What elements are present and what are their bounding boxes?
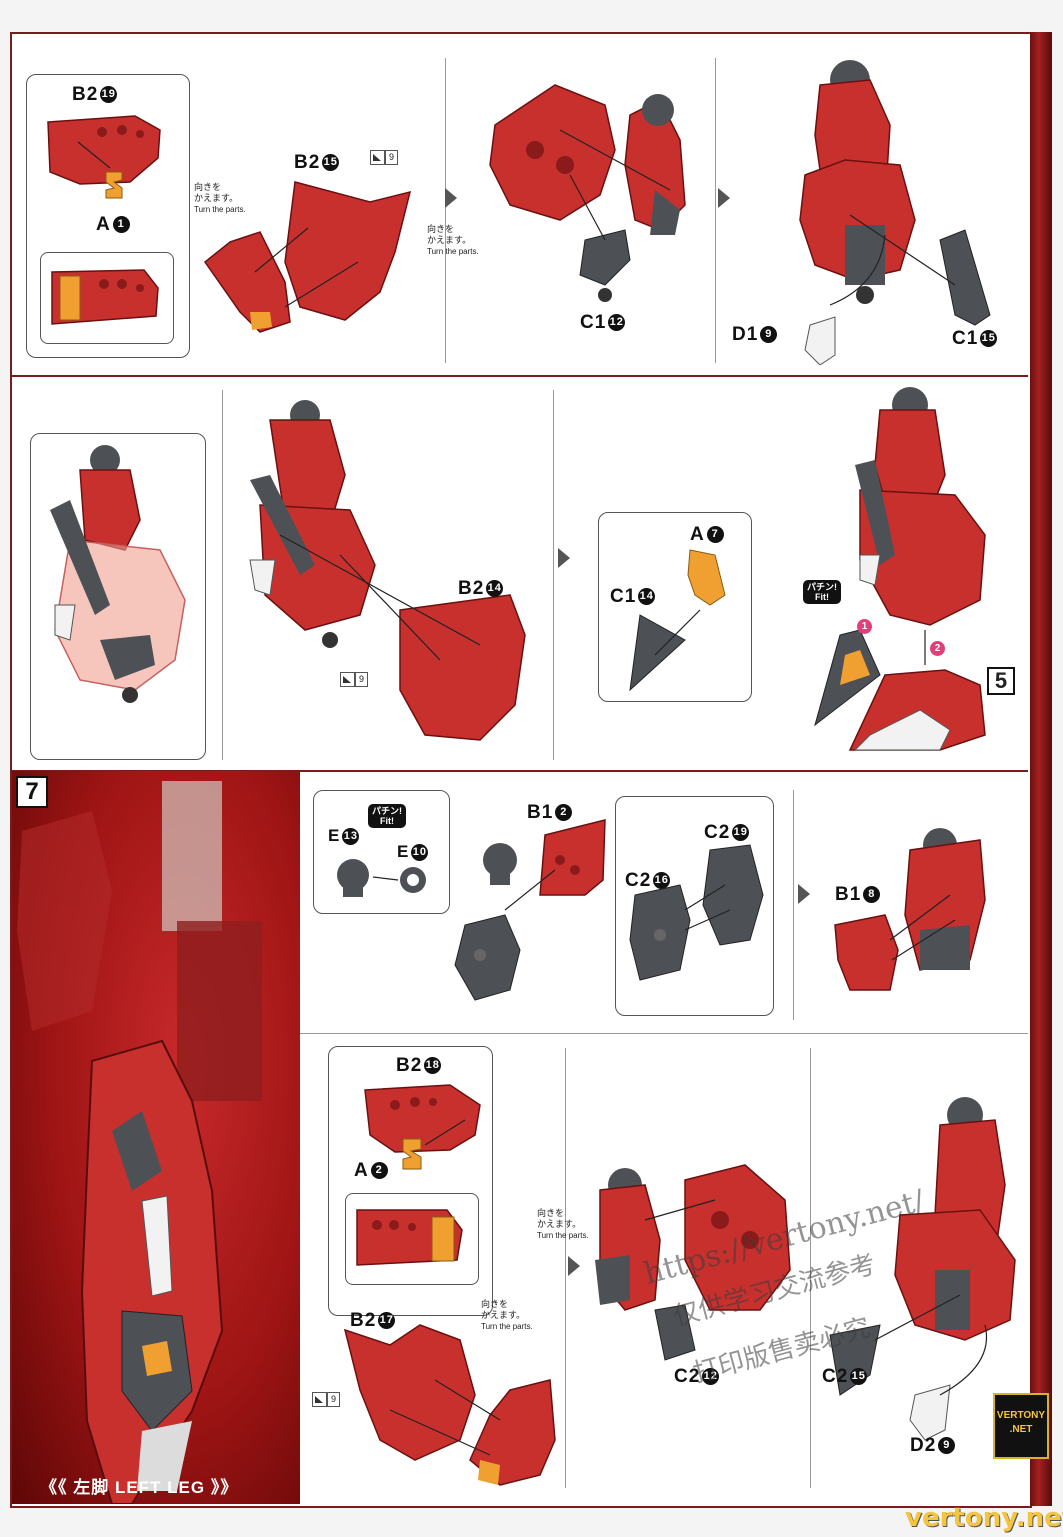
row-divider — [300, 1033, 1028, 1034]
page-edge-strip — [1030, 32, 1052, 1506]
part-a2-illustration — [397, 1135, 427, 1180]
order-marker-2: 2 — [930, 641, 945, 656]
translucent-assembly-illustration — [40, 440, 200, 740]
panel-divider — [715, 58, 716, 363]
panel-divider — [565, 1048, 566, 1488]
assembled-b2-19-illustration — [46, 264, 166, 334]
order-marker-1: 1 — [857, 619, 872, 634]
sticker-ref: 9 — [312, 1392, 340, 1406]
left-leg-hero-panel — [12, 771, 300, 1504]
sticker-ref: 9 — [370, 150, 398, 164]
sticker-icon — [340, 672, 355, 687]
fit-badge: パチン!Fit! — [368, 804, 406, 828]
part-c2-16-c2-19-illustration — [625, 840, 770, 990]
panel-divider — [445, 58, 446, 363]
assembled-b2-18-illustration — [352, 1205, 472, 1275]
left-leg-hero-illustration — [12, 771, 300, 1504]
sticker-icon — [312, 1392, 327, 1407]
assembly-step-illustration — [445, 815, 615, 1010]
panel-divider — [793, 790, 794, 1020]
watermark-footer: vertony.net — [905, 1503, 1063, 1533]
panel-divider — [222, 390, 223, 760]
sticker-icon — [370, 150, 385, 165]
sticker-ref: 9 — [340, 672, 368, 686]
turn-parts-note: 向きをかえます。Turn the parts. — [427, 224, 479, 257]
turn-parts-note: 向きをかえます。Turn the parts. — [537, 1208, 589, 1241]
part-b2-17-illustration — [340, 1320, 560, 1490]
fit-badge: パチン!Fit! — [803, 580, 841, 604]
panel-divider — [553, 390, 554, 760]
next-arrow-icon — [558, 548, 570, 568]
row-divider — [12, 375, 1028, 377]
watermark-badge: VERTONY.NET — [993, 1393, 1049, 1459]
assembly-step-illustration — [240, 395, 540, 755]
assembly-step-illustration — [475, 70, 705, 310]
next-arrow-icon — [798, 884, 810, 904]
section-title: 《《 左脚 LEFT LEG 》》 — [40, 1473, 238, 1498]
part-b2-15-illustration — [200, 172, 415, 352]
assembly-result-illustration — [800, 385, 1020, 760]
part-a1-illustration — [100, 168, 130, 208]
part-a7-c1-14-illustration — [620, 545, 740, 695]
assembly-result-illustration — [790, 55, 1020, 365]
part-e13-e10-illustration — [318, 845, 443, 905]
next-arrow-icon — [718, 188, 730, 208]
step-reference-5: 5 — [987, 667, 1015, 695]
next-arrow-icon — [568, 1256, 580, 1276]
next-arrow-icon — [445, 188, 457, 208]
section-number: 7 — [16, 776, 48, 808]
assembly-result-illustration — [830, 820, 1000, 1000]
